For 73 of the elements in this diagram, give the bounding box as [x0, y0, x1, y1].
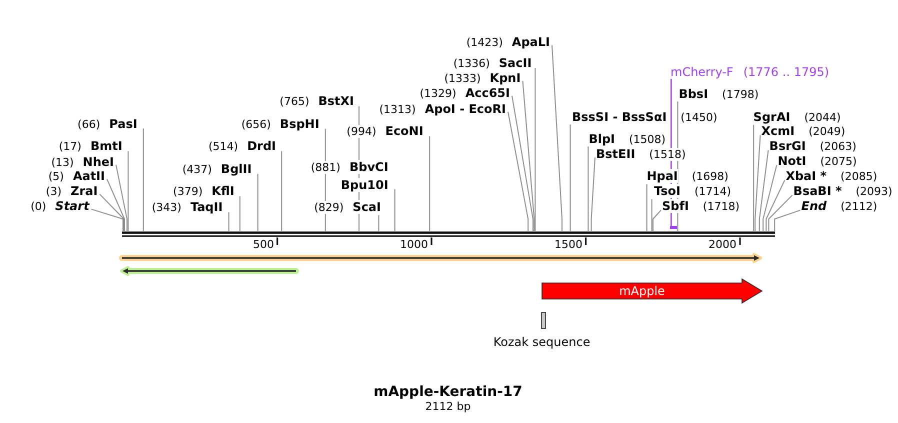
leader-line — [378, 214, 380, 232]
tick-label: 1000 — [400, 238, 428, 252]
site-label: TsoI (1714) — [654, 183, 732, 200]
leader-line — [766, 180, 786, 232]
site-label: (1423) ApaLI — [466, 34, 550, 50]
site-label: (514) DrdI — [208, 138, 276, 154]
leader-line — [429, 136, 430, 232]
leader-line — [106, 178, 125, 232]
site-label: (765) BstXI — [280, 93, 354, 110]
site-label: (379) KflI — [173, 183, 234, 200]
site-label: End (2112) — [801, 198, 878, 214]
leader-line — [753, 124, 754, 232]
tick-label: 2000 — [708, 238, 736, 252]
leader-line — [754, 134, 761, 232]
feature-annotation — [118, 253, 764, 263]
site-label: BbsI (1798) — [678, 86, 759, 102]
leader-line — [90, 208, 124, 232]
leader-line — [116, 164, 128, 232]
site-label: SgrAI (2044) — [753, 108, 841, 125]
leader-line — [512, 95, 534, 232]
site-label: (1336) SacII — [453, 55, 532, 71]
leader-line — [508, 111, 529, 232]
site-label: (881) BbvCI Bpu10I — [310, 159, 388, 192]
site-label: (1329) Acc65I — [420, 84, 510, 101]
leader-line — [394, 188, 396, 232]
site-label: (656) BspHI — [241, 116, 320, 132]
site-label: BsaBI * (2093) — [793, 183, 892, 200]
feature-annotation — [118, 266, 300, 276]
leader-line — [774, 210, 801, 232]
site-label: (3) ZraI — [46, 183, 98, 200]
gene-feature: mApple — [540, 277, 764, 305]
leader-line — [142, 128, 144, 232]
leader-line — [652, 210, 662, 232]
site-label: (1333) KpnI — [444, 70, 521, 86]
leader-line — [257, 173, 258, 232]
subtitle: 2112 bp — [425, 400, 471, 414]
leader-line — [646, 184, 648, 232]
leader-line — [588, 146, 589, 232]
leader-line — [281, 150, 282, 232]
site-label: (994) EcoNI — [346, 123, 424, 140]
tick-label: 500 — [253, 238, 274, 252]
site-label: (66) PasI — [78, 116, 138, 132]
leader-line — [128, 150, 129, 232]
site-label: XbaI * (2085) — [786, 168, 878, 184]
site-label: BlpI (1508) — [588, 130, 666, 146]
site-label: NotI (2075) — [778, 153, 857, 170]
leader-line — [768, 194, 793, 232]
leader-line — [758, 150, 769, 232]
leader-line — [228, 212, 230, 232]
site-label: (343) TaqII — [152, 199, 223, 216]
leader-line — [552, 44, 562, 232]
site-label: (437) BglII — [182, 160, 252, 177]
site-label: XcmI (2049) — [761, 123, 846, 140]
leader-line — [570, 124, 571, 232]
site-label: HpaI (1698) — [646, 168, 728, 184]
site-label: BsrGI (2063) — [769, 138, 856, 154]
leader-line — [239, 196, 240, 232]
sequence-ruler — [121, 231, 777, 247]
leader-line — [99, 194, 124, 232]
leader-line — [762, 164, 778, 232]
leader-line — [522, 80, 535, 232]
leader-line — [590, 157, 596, 232]
leader-line — [534, 68, 536, 232]
site-label: (17) BmtI — [58, 138, 122, 154]
leader-line — [651, 198, 652, 232]
site-label: SbfI (1718) — [662, 198, 740, 214]
primer-mark — [670, 226, 677, 229]
feature-label: Kozak sequence — [493, 335, 590, 349]
site-label: (13) NheI — [51, 154, 114, 170]
map-title: mApple-Keratin-17 — [374, 383, 522, 401]
site-label: (829) ScaI — [314, 199, 381, 216]
tick-label: 1500 — [554, 238, 582, 252]
site-label: BstEII (1518) — [596, 146, 686, 162]
